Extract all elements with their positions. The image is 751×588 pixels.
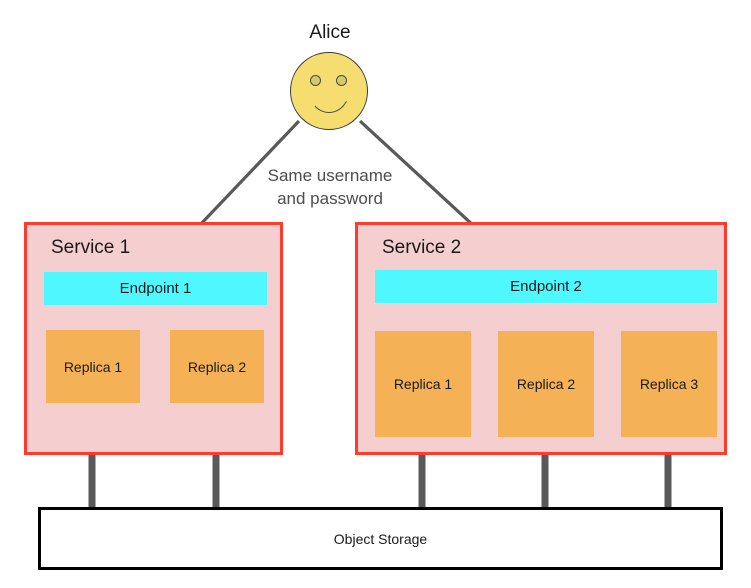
smile-icon — [308, 89, 350, 113]
service-1-replica-1: Replica 1 — [46, 330, 140, 403]
credentials-note-line-2: and password — [277, 189, 383, 208]
service-2-replica-3: Replica 3 — [621, 331, 717, 437]
endpoint-2-node: Endpoint 2 — [375, 270, 717, 303]
credentials-note: Same username and password — [205, 164, 455, 210]
service-1-title: Service 1 — [51, 237, 131, 258]
smiley-face-icon — [290, 52, 368, 130]
object-storage-node: Object Storage — [38, 507, 723, 570]
credentials-note-line-1: Same username — [267, 166, 393, 185]
eye-right-icon — [336, 75, 347, 86]
service-1-replica-2: Replica 2 — [170, 330, 264, 403]
service-2-replica-1: Replica 1 — [375, 331, 471, 437]
actor-label: Alice — [309, 22, 351, 43]
service-2-title: Service 2 — [382, 237, 462, 258]
eye-left-icon — [310, 75, 321, 86]
endpoint-1-node: Endpoint 1 — [44, 272, 267, 305]
service-2-replica-2: Replica 2 — [498, 331, 594, 437]
